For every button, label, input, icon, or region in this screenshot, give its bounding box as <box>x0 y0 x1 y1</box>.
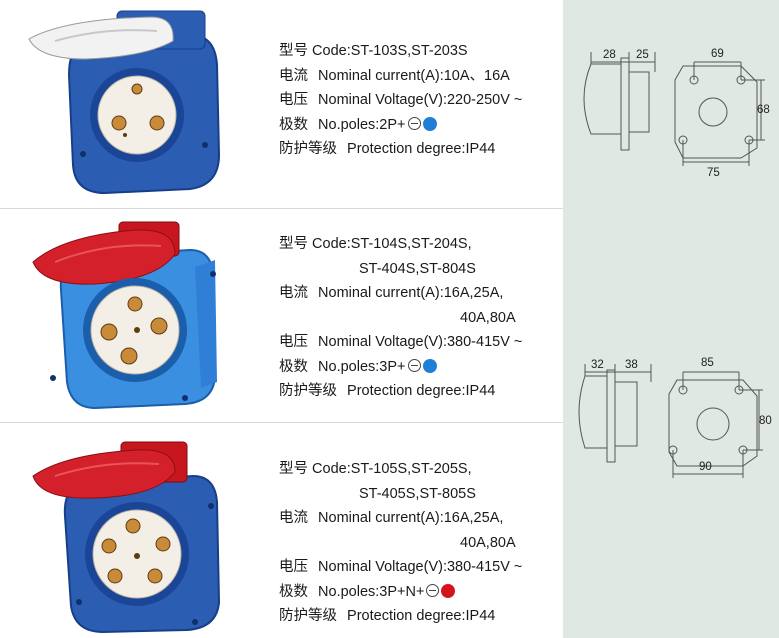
socket-image-3 <box>32 441 221 634</box>
spec-block-2: 型号 Code:ST-104S,ST-204S, ST-404S,ST-804S… <box>279 232 522 404</box>
spec-block-1: 型号 Code:ST-103S,ST-203S 电流 Nominal curre… <box>279 39 522 162</box>
voltage-text: Nominal Voltage(V):220-250V ~ <box>318 92 523 108</box>
dim-side-width-2: 25 <box>636 49 649 61</box>
current-label: 电流 <box>279 67 308 84</box>
poles-label: 极数 <box>279 358 308 375</box>
current-label: 电流 <box>279 510 308 526</box>
dim-side-width-1: 32 <box>591 359 604 371</box>
drawings-panel <box>563 0 779 638</box>
position-dot-icon <box>441 583 456 598</box>
socket-image-1 <box>28 10 221 195</box>
code-line-continued: ST-404S,ST-804S <box>359 260 476 277</box>
poles-text: No.poles:3P+N+ <box>318 583 425 600</box>
spec-block-3: 型号 Code:ST-105S,ST-205S, ST-405S,ST-805S… <box>279 457 522 629</box>
voltage-label: 电压 <box>279 334 308 350</box>
current-text-continued: 40A,80A <box>460 534 516 551</box>
poles-text: No.poles:2P+ <box>318 116 406 133</box>
poles-label: 极数 <box>279 583 308 600</box>
dimension-drawing-1: 28 25 69 68 75 <box>583 48 770 179</box>
voltage-label: 电压 <box>279 559 308 575</box>
poles-label: 极数 <box>279 116 308 133</box>
ground-symbol-icon <box>407 358 421 372</box>
protection-label: 防护等级 <box>279 383 337 399</box>
protection-text: Protection degree:IP44 <box>347 383 496 399</box>
code-line-continued: ST-405S,ST-805S <box>359 485 476 502</box>
current-text: Nominal current(A):16A,25A, <box>318 285 504 301</box>
dim-front-top: 69 <box>711 48 724 60</box>
dim-front-bottom: 90 <box>699 461 712 473</box>
code-line: 型号 Code:ST-103S,ST-203S <box>279 43 468 59</box>
code-line: 型号 Code:ST-105S,ST-205S, <box>279 461 472 477</box>
poles-text: No.poles:3P+ <box>318 358 406 375</box>
position-dot-icon <box>422 116 437 131</box>
dim-front-top: 85 <box>701 357 714 369</box>
dim-side-width-1: 28 <box>603 49 616 61</box>
voltage-label: 电压 <box>279 92 308 108</box>
ground-symbol-icon <box>426 583 440 597</box>
code-line: 型号 Code:ST-104S,ST-204S, <box>279 236 472 252</box>
current-text-continued: 40A,80A <box>460 309 516 326</box>
protection-label: 防护等级 <box>279 608 337 624</box>
dim-front-height: 80 <box>759 415 772 427</box>
current-label: 电流 <box>279 285 308 301</box>
current-text: Nominal current(A):16A,25A, <box>318 510 504 526</box>
position-dot-icon <box>422 358 437 373</box>
ground-symbol-icon <box>407 116 421 130</box>
dim-side-width-2: 38 <box>625 359 638 371</box>
dimension-drawing-2: 32 38 85 80 90 <box>578 357 772 478</box>
dim-front-height: 68 <box>757 104 770 116</box>
protection-text: Protection degree:IP44 <box>347 141 496 157</box>
voltage-text: Nominal Voltage(V):380-415V ~ <box>318 334 523 350</box>
protection-label: 防护等级 <box>279 141 337 157</box>
voltage-text: Nominal Voltage(V):380-415V ~ <box>318 559 523 575</box>
row-divider <box>0 422 563 423</box>
dim-front-bottom: 75 <box>707 167 720 179</box>
current-text: Nominal current(A):10A、16A <box>318 67 510 84</box>
socket-image-2 <box>32 221 217 410</box>
protection-text: Protection degree:IP44 <box>347 608 496 624</box>
row-divider <box>0 208 563 209</box>
